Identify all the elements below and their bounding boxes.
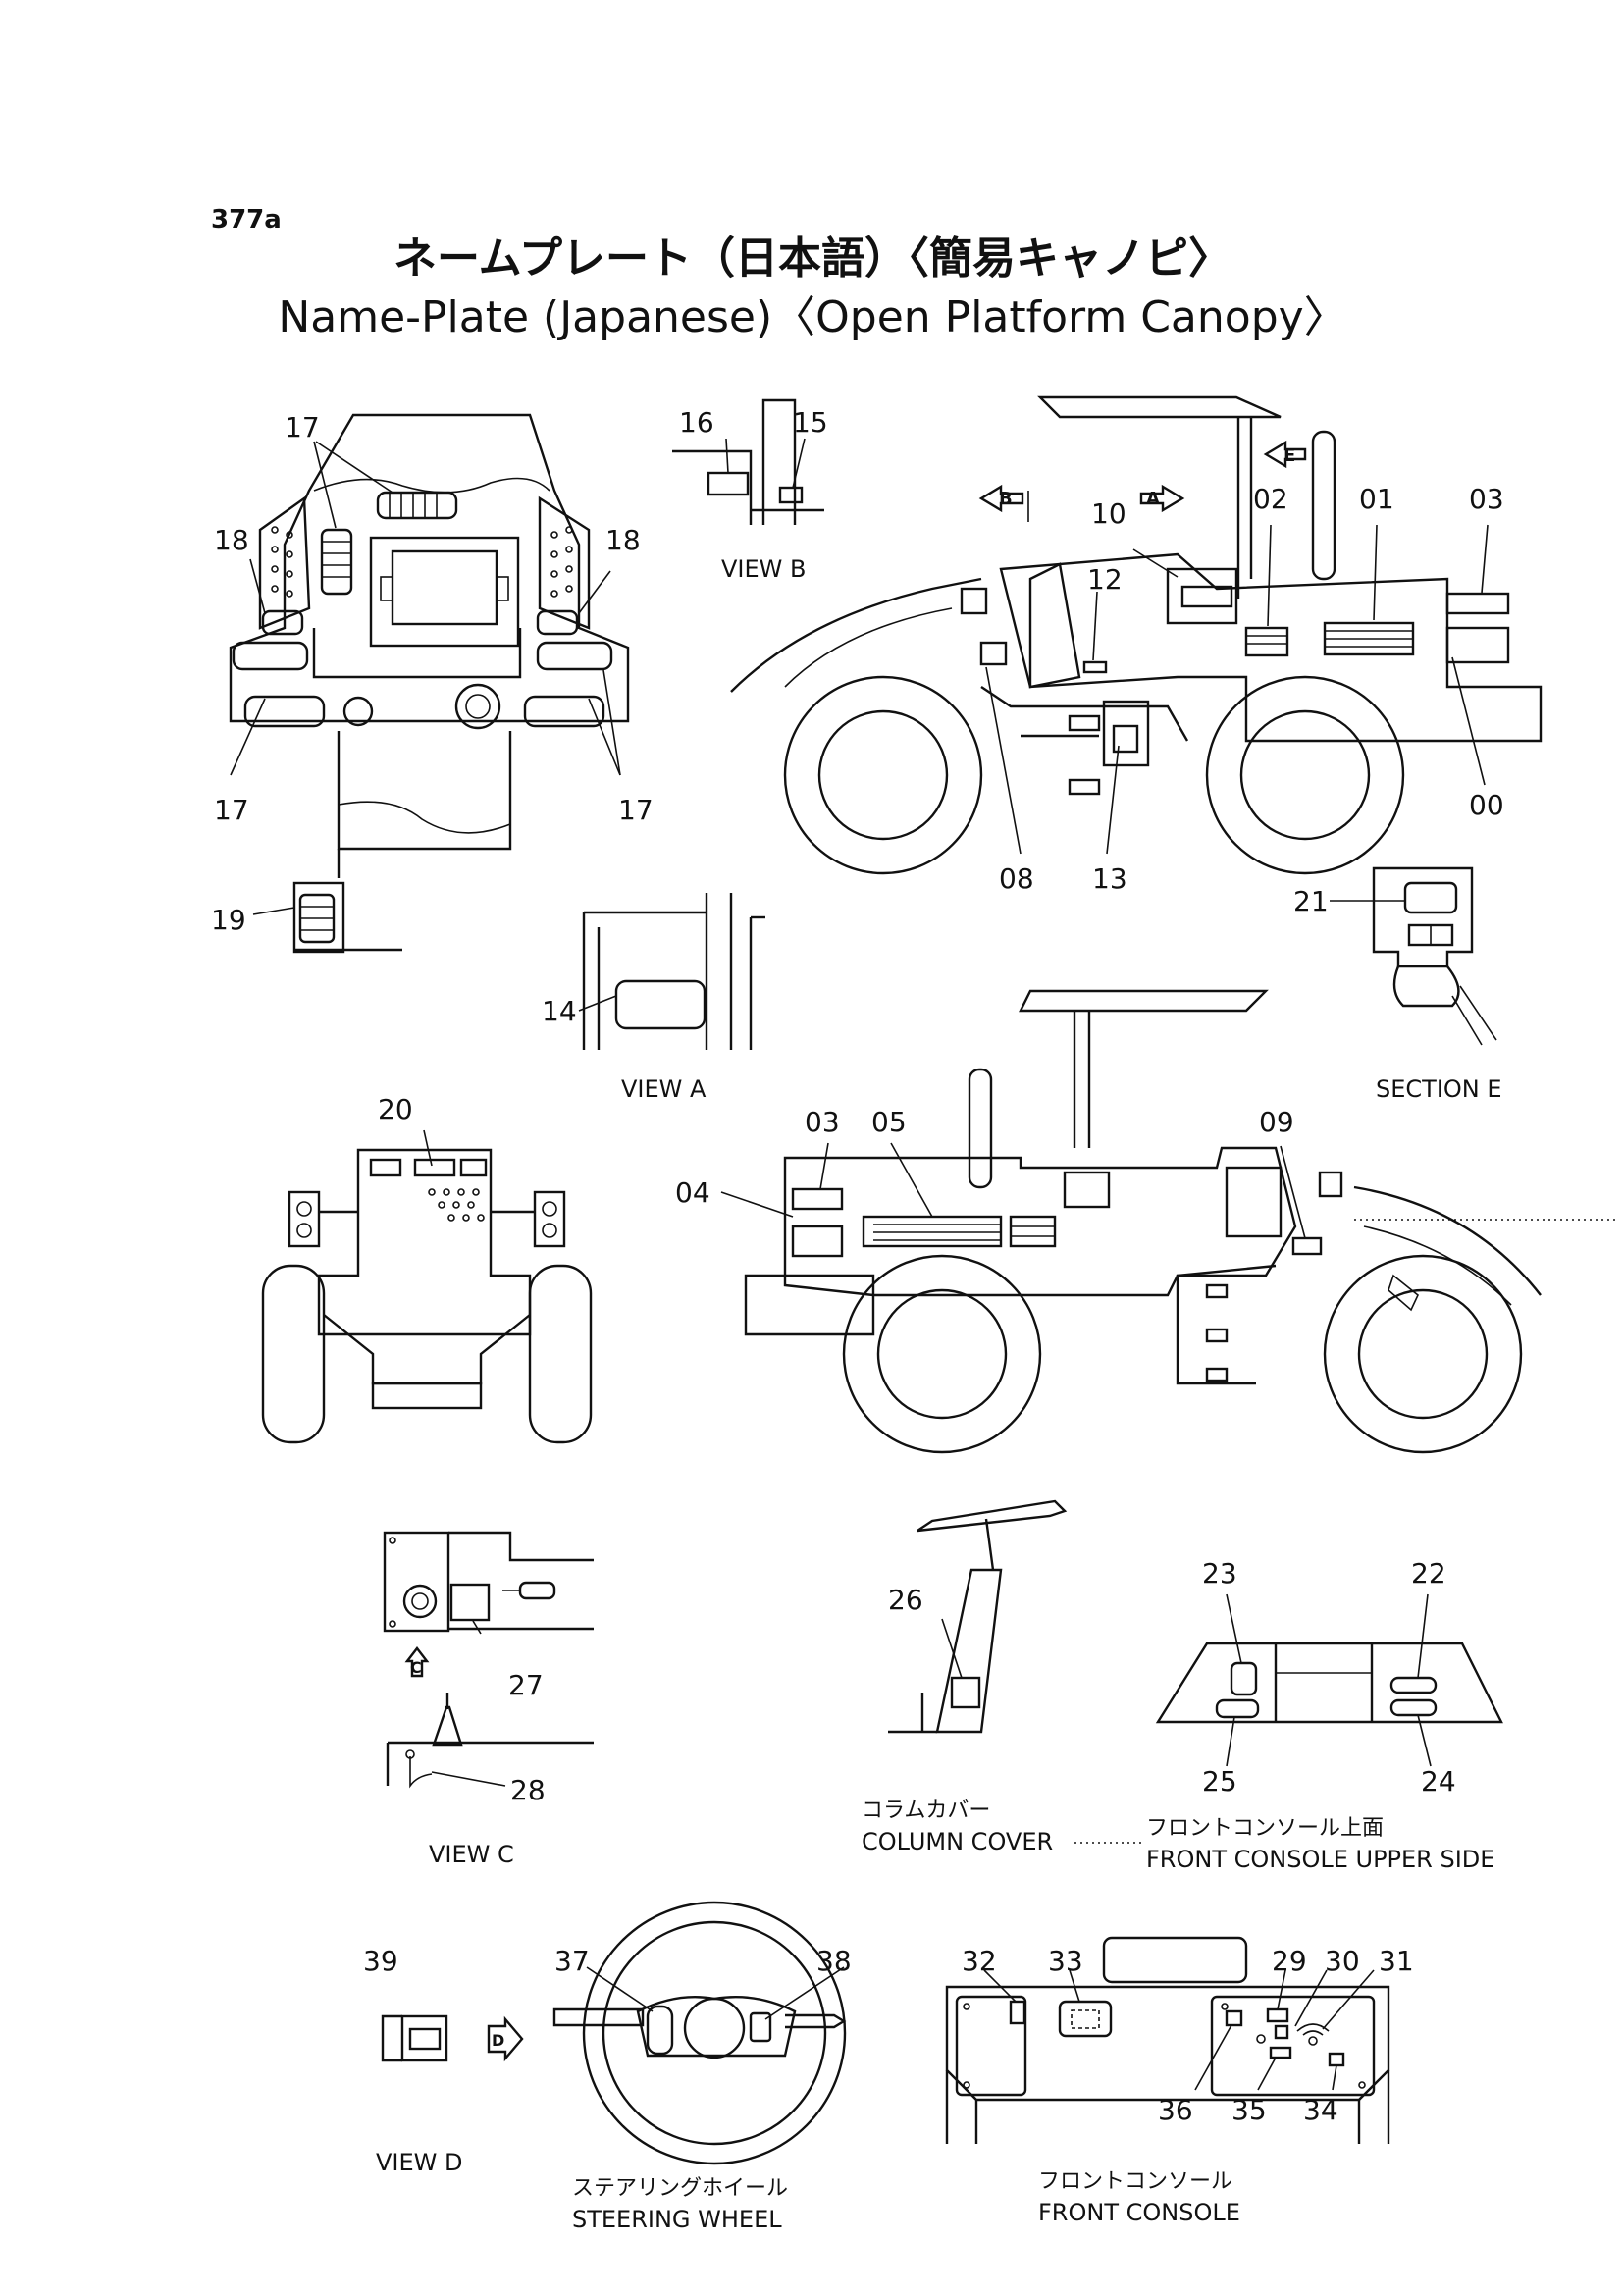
callout-33: 33	[1048, 1945, 1083, 1977]
column-cover-detail	[888, 1499, 1068, 1734]
view-b-label: VIEW B	[721, 555, 806, 583]
view-b-detail	[672, 398, 824, 525]
grille-icon	[232, 491, 613, 728]
callout-13: 13	[1092, 862, 1127, 895]
front-console-upper-ja: フロントコンソール上面	[1146, 1816, 1384, 1841]
arrow-label-d: D	[492, 2031, 504, 2050]
side-view-left	[720, 989, 1542, 1454]
callout-32: 32	[962, 1945, 997, 1977]
callout-10: 10	[1091, 497, 1126, 530]
callout-23: 23	[1202, 1557, 1237, 1590]
callout-14: 14	[542, 995, 577, 1027]
view-arrow-icon	[978, 440, 1307, 522]
view-d-label: VIEW D	[376, 2149, 463, 2176]
callout-37: 37	[554, 1945, 590, 1977]
callout-30: 30	[1325, 1945, 1360, 1977]
side-view-right	[730, 395, 1543, 875]
callout-18-right: 18	[605, 524, 641, 556]
callout-01: 01	[1359, 483, 1394, 515]
callout-34: 34	[1303, 2094, 1338, 2126]
column-cover-ja: コラムカバー	[862, 1799, 990, 1823]
view-d-detail	[381, 2014, 524, 2062]
callout-20: 20	[378, 1093, 413, 1125]
callout-36: 36	[1158, 2094, 1193, 2126]
view-a-detail	[578, 893, 765, 1050]
front-console-upper-en: FRONT CONSOLE UPPER SIDE	[1146, 1846, 1494, 1873]
callout-02: 02	[1253, 483, 1288, 515]
arrow-label-b: B	[999, 489, 1013, 509]
rear-view	[229, 413, 630, 954]
callout-12: 12	[1087, 563, 1123, 596]
steering-wheel-ja: ステアリングホイール	[572, 2176, 788, 2201]
callout-26: 26	[888, 1584, 923, 1616]
arrow-label-e: E	[1283, 445, 1295, 466]
callout-17-left: 17	[214, 794, 249, 826]
front-console-en: FRONT CONSOLE	[1038, 2199, 1240, 2226]
callout-17-top: 17	[285, 411, 320, 443]
steering-wheel-en: STEERING WHEEL	[572, 2206, 782, 2233]
arrow-label-c: C	[410, 1658, 422, 1677]
front-console-detail	[945, 1936, 1390, 2144]
callout-28: 28	[510, 1774, 546, 1806]
callout-27: 27	[508, 1669, 544, 1701]
callout-18-left: 18	[214, 524, 249, 556]
callout-17-right: 17	[618, 794, 654, 826]
column-cover-en: COLUMN COVER	[862, 1828, 1053, 1855]
view-a-label: VIEW A	[621, 1075, 707, 1103]
arrow-label-a: A	[1146, 489, 1160, 509]
vent-holes	[428, 1188, 485, 1222]
section-e-label: SECTION E	[1376, 1075, 1502, 1103]
callout-00: 00	[1469, 789, 1504, 821]
callout-22: 22	[1411, 1557, 1446, 1590]
callout-05: 05	[871, 1106, 907, 1138]
view-c-label: VIEW C	[429, 1841, 514, 1868]
callout-16: 16	[679, 406, 714, 439]
title-japanese: ネームプレート（日本語）〈簡易キャノピ〉	[393, 234, 1231, 284]
callout-31: 31	[1379, 1945, 1414, 1977]
front-console-ja: フロントコンソール	[1038, 2169, 1232, 2194]
callout-35: 35	[1231, 2094, 1267, 2126]
callout-03-mid: 03	[805, 1106, 840, 1138]
front-view	[261, 1129, 593, 1444]
callout-15: 15	[793, 406, 828, 439]
perforated-panel-right	[538, 495, 591, 630]
callout-08: 08	[999, 862, 1034, 895]
page-code: 377a	[211, 205, 282, 235]
callout-09: 09	[1259, 1106, 1294, 1138]
callout-29: 29	[1272, 1945, 1307, 1977]
callout-39: 39	[363, 1945, 398, 1977]
view-c-detail	[383, 1531, 594, 1789]
callout-19: 19	[211, 904, 246, 936]
callout-25: 25	[1202, 1765, 1237, 1798]
callout-24: 24	[1421, 1765, 1456, 1798]
front-console-upper-detail	[1155, 1593, 1503, 1767]
callout-38: 38	[816, 1945, 852, 1977]
callout-21: 21	[1293, 885, 1329, 917]
title-english: Name-Plate (Japanese)〈Open Platform Cano…	[278, 292, 1346, 342]
callout-04: 04	[675, 1176, 710, 1209]
section-e-detail	[1330, 866, 1497, 1046]
steering-wheel-detail	[552, 1901, 847, 2165]
callout-03-top: 03	[1469, 483, 1504, 515]
